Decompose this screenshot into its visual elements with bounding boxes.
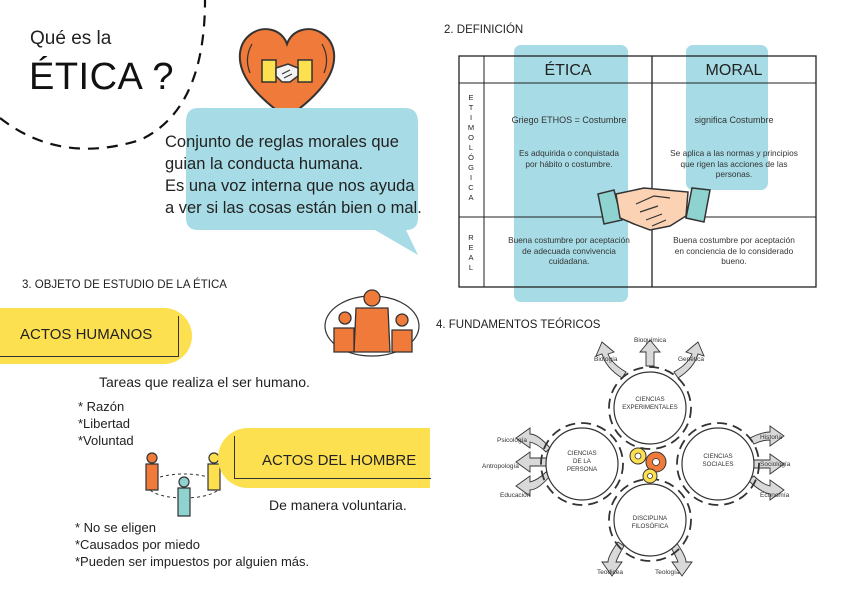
list-item: *Pueden ser impuestos por alguien más.	[75, 554, 310, 569]
actos-hombre-frame	[234, 436, 431, 479]
etica-real: Buena costumbre por aceptación de adecua…	[508, 235, 630, 266]
hombre-desc: De manera voluntaria.	[269, 497, 407, 513]
dashed-circle-decoration	[0, 0, 207, 150]
people-network-icon	[145, 452, 221, 517]
humanos-desc: Tareas que realiza el ser humano.	[99, 374, 310, 390]
list-item: * No se eligen	[75, 520, 156, 535]
actos-hombre-label: ACTOS DEL HOMBRE	[262, 452, 417, 469]
col-etica-header: ÉTICA	[544, 62, 592, 79]
people-group-icon	[324, 289, 420, 357]
hombre-list: * No se eligen *Causados por miedo *Pued…	[75, 519, 309, 570]
diagram-arrows	[515, 339, 785, 577]
leaf-historia: Historia	[760, 434, 783, 441]
intro-line: Es una voz interna que nos ayuda	[165, 177, 415, 195]
handshake-icon	[597, 187, 711, 231]
leaf-teodicea: Teodicea	[597, 569, 624, 576]
etica-etim-1: Griego ETHOS = Costumbre	[511, 115, 627, 125]
gears-icon	[629, 447, 667, 484]
list-item: *Voluntad	[78, 433, 134, 448]
node-ciencias-sociales: CIENCIAS SOCIALES	[702, 453, 734, 468]
etica-etim-2: Es adquirida o conquistada por hábito o …	[518, 148, 620, 169]
leaf-antropologia: Antropología	[482, 463, 519, 470]
leaf-teologia: Teología	[655, 569, 680, 576]
leaf-genetica: Genética	[678, 356, 705, 363]
fundamentos-title: 4. FUNDAMENTOS TEÓRICOS	[436, 319, 601, 331]
objeto-title: 3. OBJETO DE ESTUDIO DE LA ÉTICA	[22, 279, 227, 291]
speech-bubble-shape	[186, 108, 418, 255]
actos-humanos-label: ACTOS HUMANOS	[20, 326, 153, 343]
intro-line: guian la conducta humana.	[165, 155, 364, 173]
humanos-list: * Razón *Libertad *Voluntad	[78, 398, 134, 449]
node-disciplina-filosofica: DISCIPLINA FILOSÓFICA	[631, 515, 669, 530]
intro-text: Conjunto de reglas morales que guian la …	[165, 131, 435, 219]
col-moral-header: MORAL	[705, 62, 763, 79]
actos-humanos-frame	[0, 316, 179, 357]
page-title: ÉTICA ?	[29, 56, 174, 98]
intro-line: Conjunto de reglas morales que	[165, 133, 399, 151]
leaf-psicologia: Psicología	[497, 437, 527, 444]
intro-line: a ver si las cosas están bien o mal.	[165, 199, 422, 217]
row-real-label: R E A L	[468, 233, 474, 272]
list-item: *Causados por miedo	[75, 537, 201, 552]
leaf-bioquimica: Bioquímica	[634, 337, 667, 344]
actos-humanos-banner	[0, 308, 192, 364]
fundamentos-diagram	[515, 339, 785, 577]
leaf-educacion: Educación	[500, 492, 531, 499]
moral-column-band	[686, 45, 768, 190]
leaf-biologia: Biología	[594, 356, 618, 363]
definicion-title: 2. DEFINICIÓN	[444, 24, 524, 36]
moral-etim-2: Se aplica a las normas y principios que …	[670, 148, 798, 179]
leaf-economia: Economía	[760, 492, 790, 499]
node-ciencias-persona: CIENCIAS DE LA PERSONA	[566, 450, 598, 473]
row-etimologica-label: E T I M O L Ó G I C A	[467, 93, 475, 202]
moral-etim-1: significa Costumbre	[694, 115, 774, 125]
leaf-sociologia: Sociología	[760, 461, 791, 468]
diagram-circles	[545, 371, 755, 557]
node-ciencias-experimentales: CIENCIAS EXPERIMENTALES	[622, 396, 678, 411]
moral-real: Buena costumbre por aceptación en concie…	[673, 235, 795, 266]
heart-handshake-icon	[238, 28, 336, 120]
etica-column-band	[514, 45, 628, 302]
title-line1: Qué es la	[30, 28, 112, 49]
list-item: *Libertad	[78, 416, 131, 431]
list-item: * Razón	[78, 399, 125, 414]
